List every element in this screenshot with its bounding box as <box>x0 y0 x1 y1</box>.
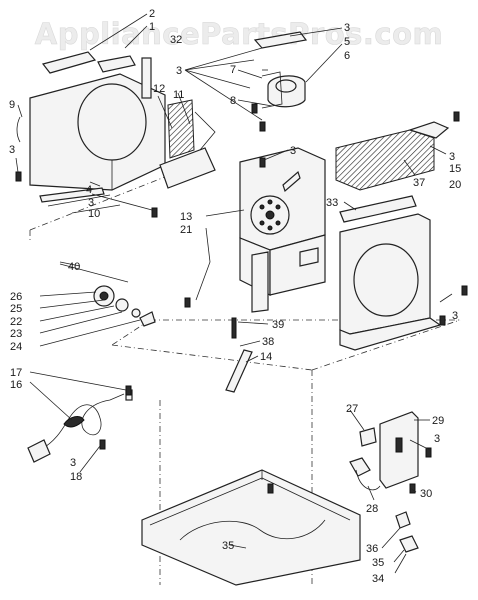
front-panel-part-4 <box>16 51 166 203</box>
right-shroud-part-20 <box>339 213 442 351</box>
callout-33: 33 <box>326 197 338 209</box>
callout-4: 4 <box>86 184 92 196</box>
power-cord-part-16 <box>27 389 133 463</box>
fan-hub-parts-22-26 <box>59 263 156 327</box>
strip-part-33 <box>339 195 417 223</box>
callout-3-mid: 3 <box>88 197 94 209</box>
callout-7: 7 <box>230 64 236 76</box>
bracket-assembly-parts-11-12 <box>141 57 216 189</box>
callout-38: 38 <box>262 336 274 348</box>
bottom-strip-part-10 <box>39 187 105 203</box>
callout-3-control: 3 <box>434 433 440 445</box>
callout-3-lower-right: 3 <box>452 310 458 322</box>
callout-32: 32 <box>170 34 182 46</box>
callout-18: 18 <box>70 471 82 483</box>
drain-parts-34-36 <box>395 511 419 553</box>
callout-20: 20 <box>449 179 461 191</box>
callout-25: 25 <box>10 303 22 315</box>
callout-40: 40 <box>68 261 80 273</box>
callout-23: 23 <box>10 328 22 340</box>
callout-17: 17 <box>10 367 22 379</box>
callout-16: 16 <box>10 379 22 391</box>
callout-22: 22 <box>10 316 22 328</box>
coil-assembly-part-37 <box>335 121 450 223</box>
callout-3-top: 3 <box>176 65 182 77</box>
callout-26: 26 <box>10 291 22 303</box>
callout-27: 27 <box>346 403 358 415</box>
callout-13: 13 <box>180 211 192 223</box>
callout-21: 21 <box>180 224 192 236</box>
callout-8: 8 <box>230 95 236 107</box>
callout-37: 37 <box>413 177 425 189</box>
callout-6: 6 <box>344 50 350 62</box>
callout-9: 9 <box>9 99 15 111</box>
callout-3-top-right: 3 <box>344 22 350 34</box>
control-bracket-parts-27-30 <box>349 411 419 491</box>
callout-14: 14 <box>260 351 272 363</box>
assembly-outline <box>29 174 461 585</box>
base-pan <box>141 469 361 586</box>
screws <box>15 103 468 494</box>
callout-3-center: 3 <box>290 145 296 157</box>
callout-34: 34 <box>372 573 384 585</box>
center-shroud-parts-13-21 <box>239 147 326 313</box>
callout-3-left: 3 <box>9 144 15 156</box>
callout-1: 1 <box>149 21 155 33</box>
leader-lines <box>15 13 453 574</box>
grille-bracket-part-14 <box>225 349 253 393</box>
callout-12: 12 <box>153 83 165 95</box>
callout-5: 5 <box>344 36 350 48</box>
callout-11: 11 <box>173 89 184 101</box>
clip-part-9 <box>16 116 21 143</box>
callout-36: 36 <box>366 543 378 555</box>
callout-35-base: 35 <box>222 540 234 552</box>
callout-3-cord: 3 <box>70 457 76 469</box>
callout-24: 24 <box>10 341 22 353</box>
gasket-part-32 <box>141 57 152 99</box>
top-strip-part-5 <box>253 31 308 49</box>
capacitor-assembly <box>253 31 308 109</box>
callout-29: 29 <box>432 415 444 427</box>
callout-labels: 2 1 32 3 5 6 3 7 8 9 12 11 3 3 3 15 37 2… <box>9 8 461 585</box>
watermark-text: AppliancePartsPros.com <box>35 17 443 51</box>
air-filter-strip <box>41 51 97 74</box>
callout-35: 35 <box>372 557 384 569</box>
callout-28: 28 <box>366 503 378 515</box>
callout-15: 15 <box>449 163 461 175</box>
callout-10: 10 <box>88 208 100 220</box>
callout-2: 2 <box>149 8 155 20</box>
callout-30: 30 <box>420 488 432 500</box>
callout-3-right: 3 <box>449 151 455 163</box>
callout-39: 39 <box>272 319 284 331</box>
